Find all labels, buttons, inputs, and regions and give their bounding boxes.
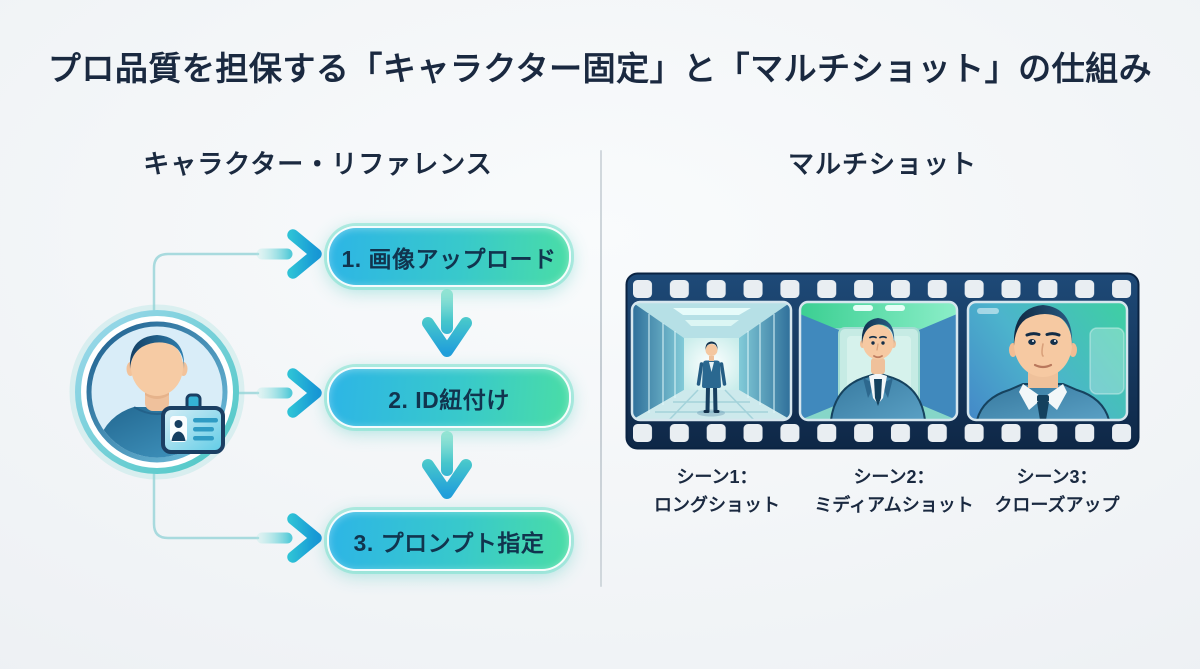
section-divider xyxy=(600,150,602,587)
scene-caption-long-shot: シーン1： ロングショット xyxy=(617,463,817,519)
scene-caption-line2: ミディアムショット xyxy=(814,495,974,515)
scene-caption-line2: ロングショット xyxy=(654,495,780,515)
scene-caption-line1: シーン3： xyxy=(1016,467,1098,487)
flow-connectors xyxy=(152,229,472,563)
page-title: プロ品質を担保する「キャラクター固定」と「マルチショット」の仕組み xyxy=(47,50,1153,87)
right-section-heading: マルチショット xyxy=(787,149,977,179)
left-section-heading: キャラクター・リファレンス xyxy=(143,149,493,179)
film-frame-close-up xyxy=(968,302,1127,420)
scene-caption-line1: シーン1： xyxy=(676,467,758,487)
arrow-down-icon xyxy=(422,431,472,499)
step-pill-prompt: 3. プロンプト指定 xyxy=(327,510,571,571)
scene-caption-line1: シーン2： xyxy=(853,467,935,487)
arrow-down-icon xyxy=(422,289,472,357)
scene-caption-line2: クローズアップ xyxy=(994,495,1120,515)
film-frame-long-shot xyxy=(632,302,791,420)
scene-caption-medium-shot: シーン2： ミディアムショット xyxy=(794,463,994,519)
film-frame-medium-shot xyxy=(800,302,957,420)
person-avatar-icon xyxy=(69,304,245,480)
arrow-right-icon xyxy=(256,229,322,279)
connector-line xyxy=(152,252,260,540)
arrow-right-icon xyxy=(256,368,322,418)
close-up-person xyxy=(975,305,1111,420)
film-strip xyxy=(625,272,1140,450)
arrow-right-icon xyxy=(256,513,322,563)
medium-shot-person xyxy=(829,318,927,420)
id-card-icon xyxy=(161,393,225,454)
step-pill-upload: 1. 画像アップロード xyxy=(327,226,571,287)
long-shot-person xyxy=(696,341,727,413)
scene-caption-close-up: シーン3： クローズアップ xyxy=(957,463,1157,519)
step-pill-id-link: 2. ID紐付け xyxy=(327,367,571,428)
